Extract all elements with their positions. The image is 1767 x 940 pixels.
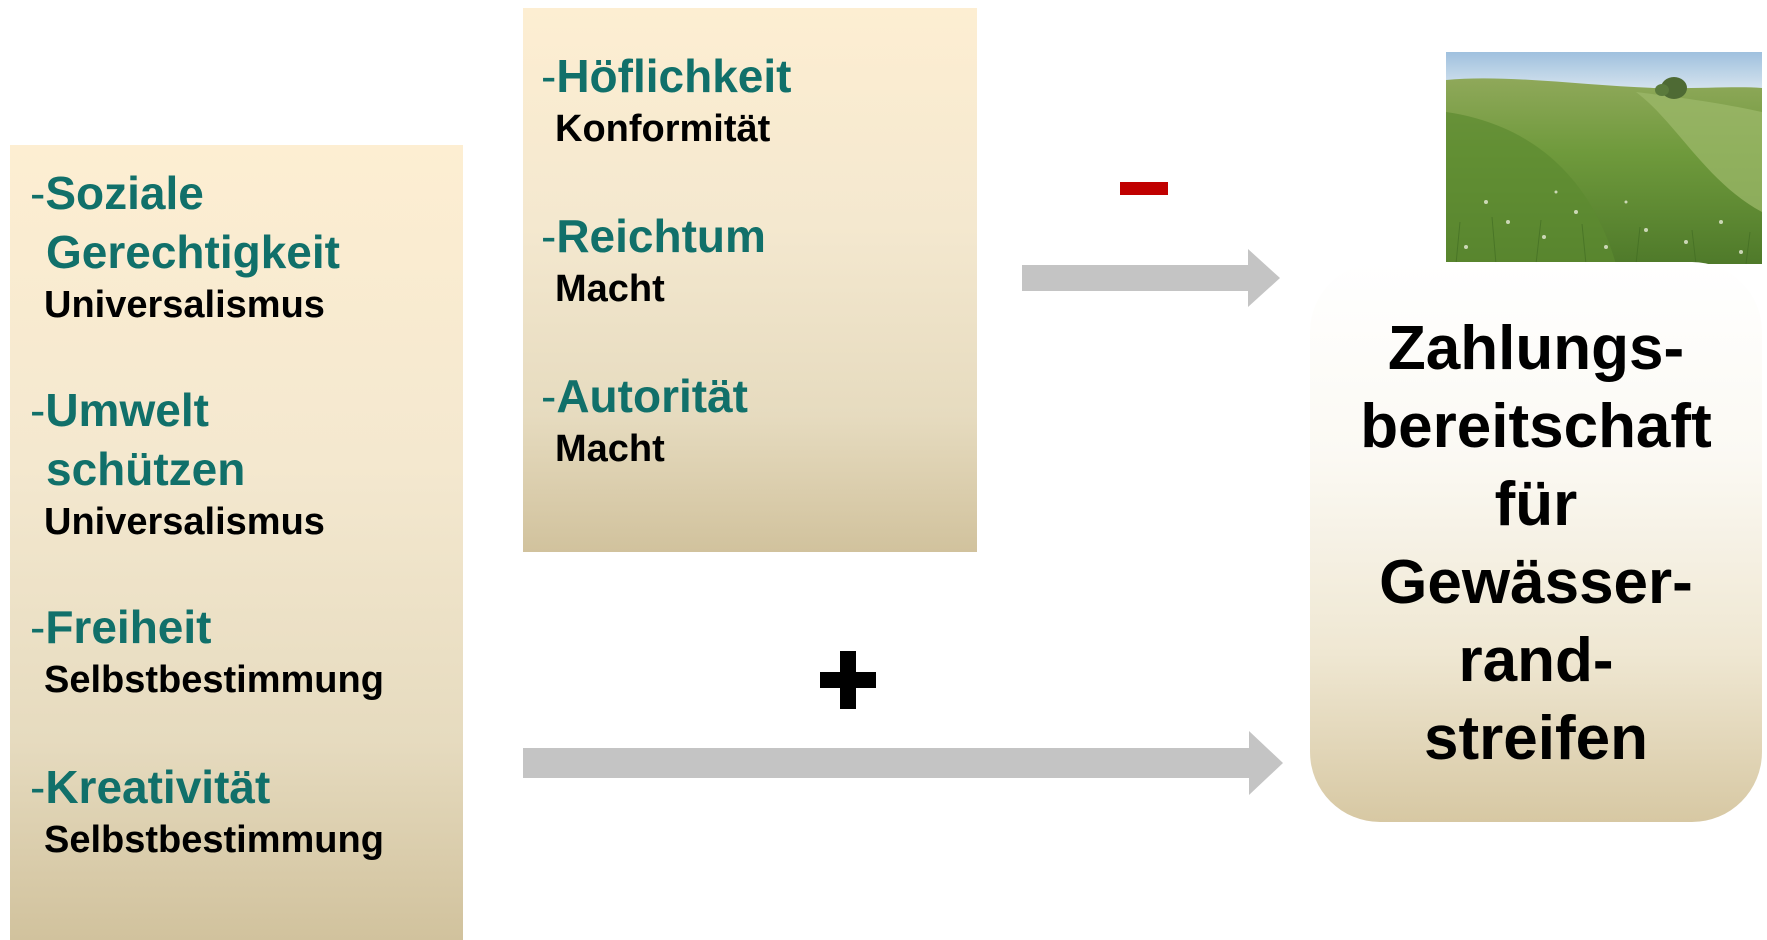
value-label: Freiheit [45,601,212,653]
left-value-item: -Soziale Gerechtigkeit Universalismus [30,164,384,381]
left-values-list: -Soziale Gerechtigkeit Universalismus -U… [30,164,384,918]
value-category: Selbstbestimmung [44,659,384,701]
bullet-dash: - [541,210,557,262]
plus-icon [820,651,876,709]
value-category: Konformität [555,108,771,150]
middle-values-list: -Höflichkeit Konformität -Reichtum Macht… [541,47,791,527]
negative-effect-arrow [1022,249,1280,307]
middle-value-item: -Autorität Macht [541,367,791,527]
willingness-to-pay-box: Zahlungs- bereitschaft für Gewässer- ran… [1310,262,1762,822]
bullet-dash: - [541,370,557,422]
middle-value-item: -Reichtum Macht [541,207,791,367]
middle-values-box [523,8,977,552]
bullet-dash: - [30,601,46,653]
bullet-dash: - [541,50,557,102]
bullet-dash: - [30,384,46,436]
value-category: Universalismus [44,501,325,543]
value-label: Reichtum [556,210,766,262]
value-label-line2: schützen [46,443,246,495]
minus-icon [1120,182,1168,195]
value-label-line2: Gerechtigkeit [46,226,340,278]
willingness-to-pay-label: Zahlungs- bereitschaft für Gewässer- ran… [1360,314,1712,773]
left-value-item: -Kreativität Selbstbestimmung [30,758,384,918]
riparian-strip-photo [1446,52,1762,264]
middle-value-item: -Höflichkeit Konformität [541,47,791,207]
left-values-box [10,145,463,940]
positive-effect-arrow [523,731,1283,795]
value-category: Macht [555,268,665,310]
value-label: Höflichkeit [556,50,792,102]
bullet-dash: - [30,761,46,813]
bullet-dash: - [30,167,46,219]
value-label: Soziale [45,167,204,219]
left-value-item: -Freiheit Selbstbestimmung [30,598,384,758]
value-category: Selbstbestimmung [44,819,384,861]
value-label: Kreativität [45,761,271,813]
value-category: Macht [555,428,665,470]
left-value-item: -Umwelt schützen Universalismus [30,381,384,598]
value-label: Autorität [556,370,748,422]
value-category: Universalismus [44,284,325,326]
value-label: Umwelt [45,384,209,436]
